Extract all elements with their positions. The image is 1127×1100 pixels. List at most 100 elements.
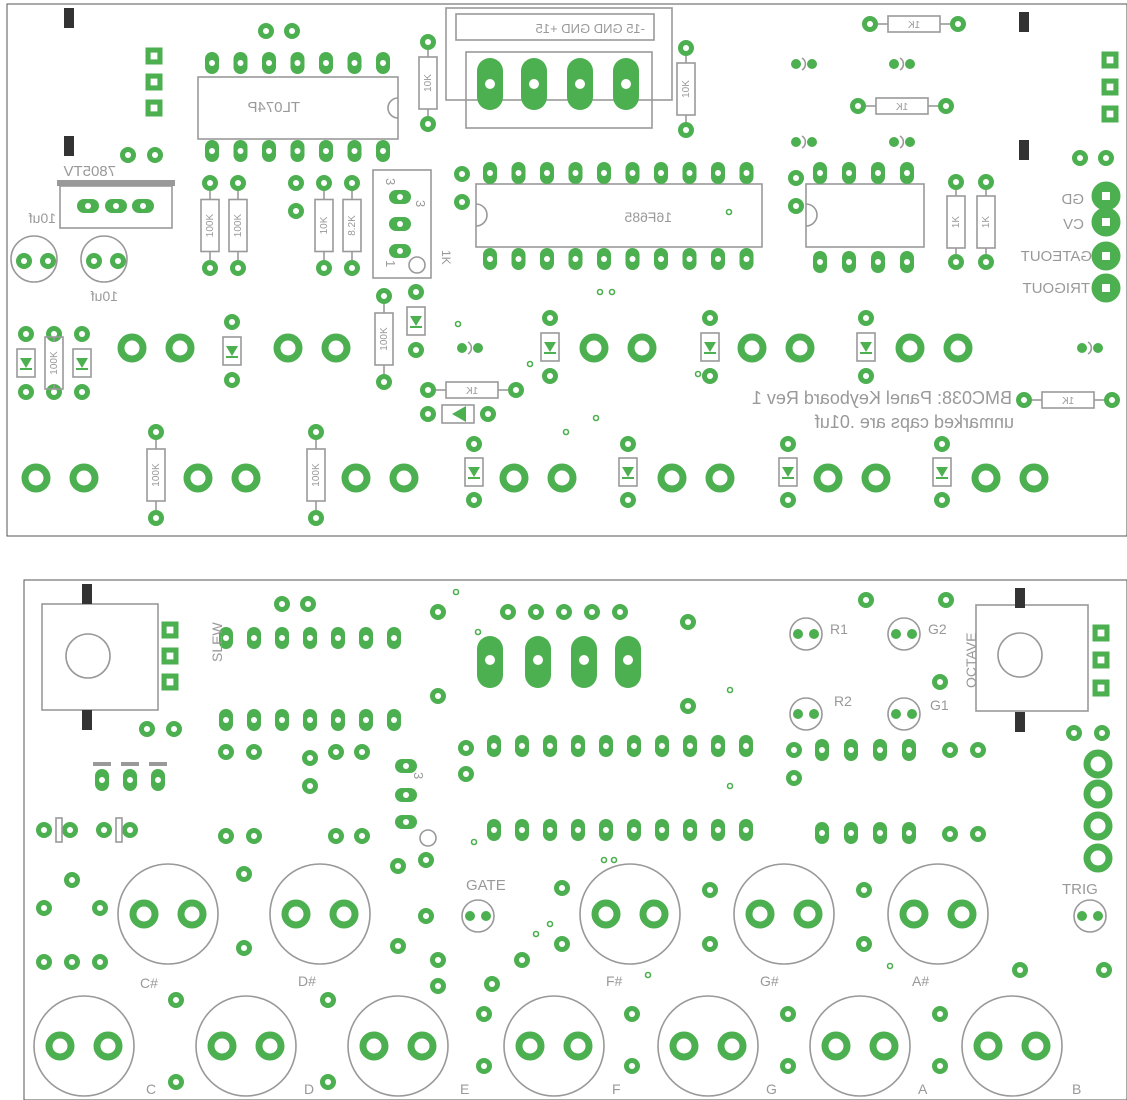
key-pad	[869, 1031, 899, 1061]
via	[694, 370, 702, 378]
key-pad	[177, 899, 207, 929]
pad-hole	[403, 763, 409, 769]
pad-hole	[234, 179, 242, 187]
pad-hole	[380, 148, 386, 154]
pad-hole	[391, 717, 397, 723]
via	[474, 628, 482, 636]
via	[886, 962, 894, 970]
pad-hole	[624, 440, 632, 448]
diode-symbol	[544, 342, 556, 352]
pad-hole	[601, 170, 607, 176]
pad-hole	[434, 692, 442, 700]
resistor-value-label: 1K	[466, 386, 479, 397]
pad-hole	[1106, 83, 1114, 91]
resistor-value-label: 1K	[1062, 396, 1075, 407]
pad-hole	[687, 827, 693, 833]
pad-hole	[1097, 629, 1105, 637]
pad-hole	[547, 827, 553, 833]
pad-hole	[819, 747, 825, 753]
pad-hole	[380, 292, 388, 300]
pad-hole	[323, 148, 329, 154]
key-label-a-sharp: A#	[912, 973, 929, 989]
pad-hole	[631, 743, 637, 749]
pad-hole	[588, 608, 596, 616]
led-outline	[801, 57, 807, 71]
sharp-key-outline	[733, 863, 835, 965]
key-pad	[341, 463, 371, 493]
pad-hole	[743, 743, 749, 749]
key-pad	[21, 463, 51, 493]
pad-hole	[784, 1062, 792, 1070]
diode-symbol	[410, 316, 422, 326]
switch-label-octave: OCTAVE	[963, 633, 979, 689]
pad-hole	[237, 60, 244, 66]
pad-hole	[952, 178, 960, 186]
pad-hole	[234, 264, 242, 272]
led-pad	[809, 629, 819, 639]
key-pad	[45, 1031, 75, 1061]
pad-hole	[304, 600, 312, 608]
diode-body	[700, 332, 720, 362]
pad-hole	[480, 1062, 488, 1070]
pad-hole	[706, 940, 714, 948]
pad-hole	[166, 678, 174, 686]
pad-hole	[228, 318, 236, 326]
pad-hole	[519, 743, 525, 749]
pad-hole	[434, 608, 442, 616]
pad-hole	[624, 496, 632, 504]
pad-hole	[784, 1010, 792, 1018]
diode-body	[72, 348, 92, 378]
mounting-mark	[1019, 140, 1029, 160]
pad-hole	[99, 777, 105, 783]
via	[532, 930, 540, 938]
key-pad	[895, 333, 925, 363]
regulator-label: 7805TV	[63, 163, 116, 180]
pad-hole	[860, 940, 868, 948]
diode-body	[856, 332, 876, 362]
led-label-trig: TRIG	[1062, 881, 1098, 898]
key-pad	[793, 899, 823, 929]
resistor-value-label: 1K	[981, 216, 992, 229]
bottom-board-outline	[23, 579, 1127, 1100]
pad-hole	[1106, 110, 1114, 118]
natural-key-outline	[33, 995, 135, 1097]
pad-hole	[682, 44, 690, 52]
diode-symbol	[782, 467, 794, 477]
pad-hole	[294, 148, 301, 154]
pad-hole	[877, 747, 883, 753]
connector-ring	[1083, 779, 1113, 809]
pad-hole	[288, 27, 296, 35]
pad-hole	[854, 102, 862, 110]
diode-body	[222, 336, 242, 366]
key-pad	[947, 899, 977, 929]
top-board-outline	[6, 3, 1127, 537]
pad-hole	[240, 870, 248, 878]
diode-body	[540, 332, 560, 362]
pad-hole	[1102, 218, 1110, 226]
pad-hole	[172, 1078, 180, 1086]
pad-hole	[223, 635, 229, 641]
key-pad	[785, 333, 815, 363]
pad-hole	[532, 608, 540, 616]
diode-symbol	[226, 346, 238, 356]
pad-hole	[628, 1062, 636, 1070]
led-outline	[899, 135, 905, 149]
pad-hole	[434, 956, 442, 964]
ic-label-16f685: 16F685	[624, 209, 672, 225]
key-pad	[943, 333, 973, 363]
pad-hole	[140, 203, 146, 209]
pad-hole	[860, 886, 868, 894]
resistor-value-label: 10K	[319, 216, 330, 234]
pad-hole	[616, 608, 624, 616]
pad-hole	[936, 678, 944, 686]
pad-hole	[68, 958, 76, 966]
pad-hole	[335, 717, 341, 723]
pad-hole	[222, 832, 230, 840]
pad-hole	[126, 826, 134, 834]
pad-hole	[560, 608, 568, 616]
key-pad	[737, 333, 767, 363]
pad-hole	[312, 428, 320, 436]
pad-hole	[1102, 252, 1110, 260]
pad-hole	[251, 717, 257, 723]
